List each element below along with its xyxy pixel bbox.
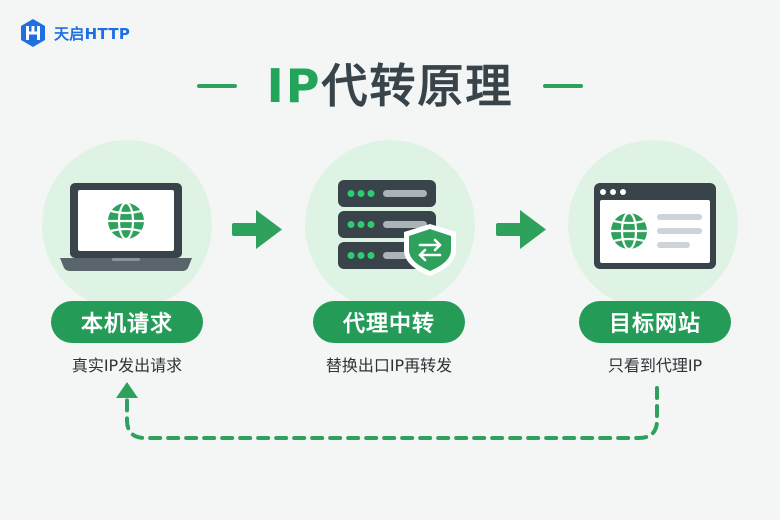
- title-dash-left: [196, 84, 237, 88]
- brand-logo-icon: [21, 19, 45, 47]
- title-dash-right: [543, 84, 584, 88]
- node-label-proxy: 代理中转: [313, 301, 465, 343]
- brand-logo: 天启HTTP: [18, 18, 130, 48]
- title-rest: 代转原理: [321, 59, 514, 113]
- page-title: IP代转原理: [267, 56, 514, 116]
- node-label-local: 本机请求: [51, 301, 203, 343]
- arrow-proxy-to-target: [496, 210, 546, 249]
- node-desc-proxy: 替换出口IP再转发: [325, 356, 453, 375]
- server-shield-icon: [338, 180, 456, 276]
- return-arrow-head: [116, 382, 138, 398]
- arrow-local-to-proxy: [232, 210, 282, 249]
- page-title-row: IP代转原理: [0, 56, 780, 116]
- node-desc-target: 只看到代理IP: [607, 356, 703, 375]
- browser-globe-icon: [594, 183, 716, 269]
- return-path-dashed: [125, 386, 659, 440]
- laptop-globe-icon: [60, 183, 192, 271]
- node-desc-local: 真实IP发出请求: [71, 356, 183, 375]
- title-accent: IP: [266, 59, 322, 113]
- node-label-target: 目标网站: [579, 301, 731, 343]
- brand-name: 天启HTTP: [54, 24, 131, 43]
